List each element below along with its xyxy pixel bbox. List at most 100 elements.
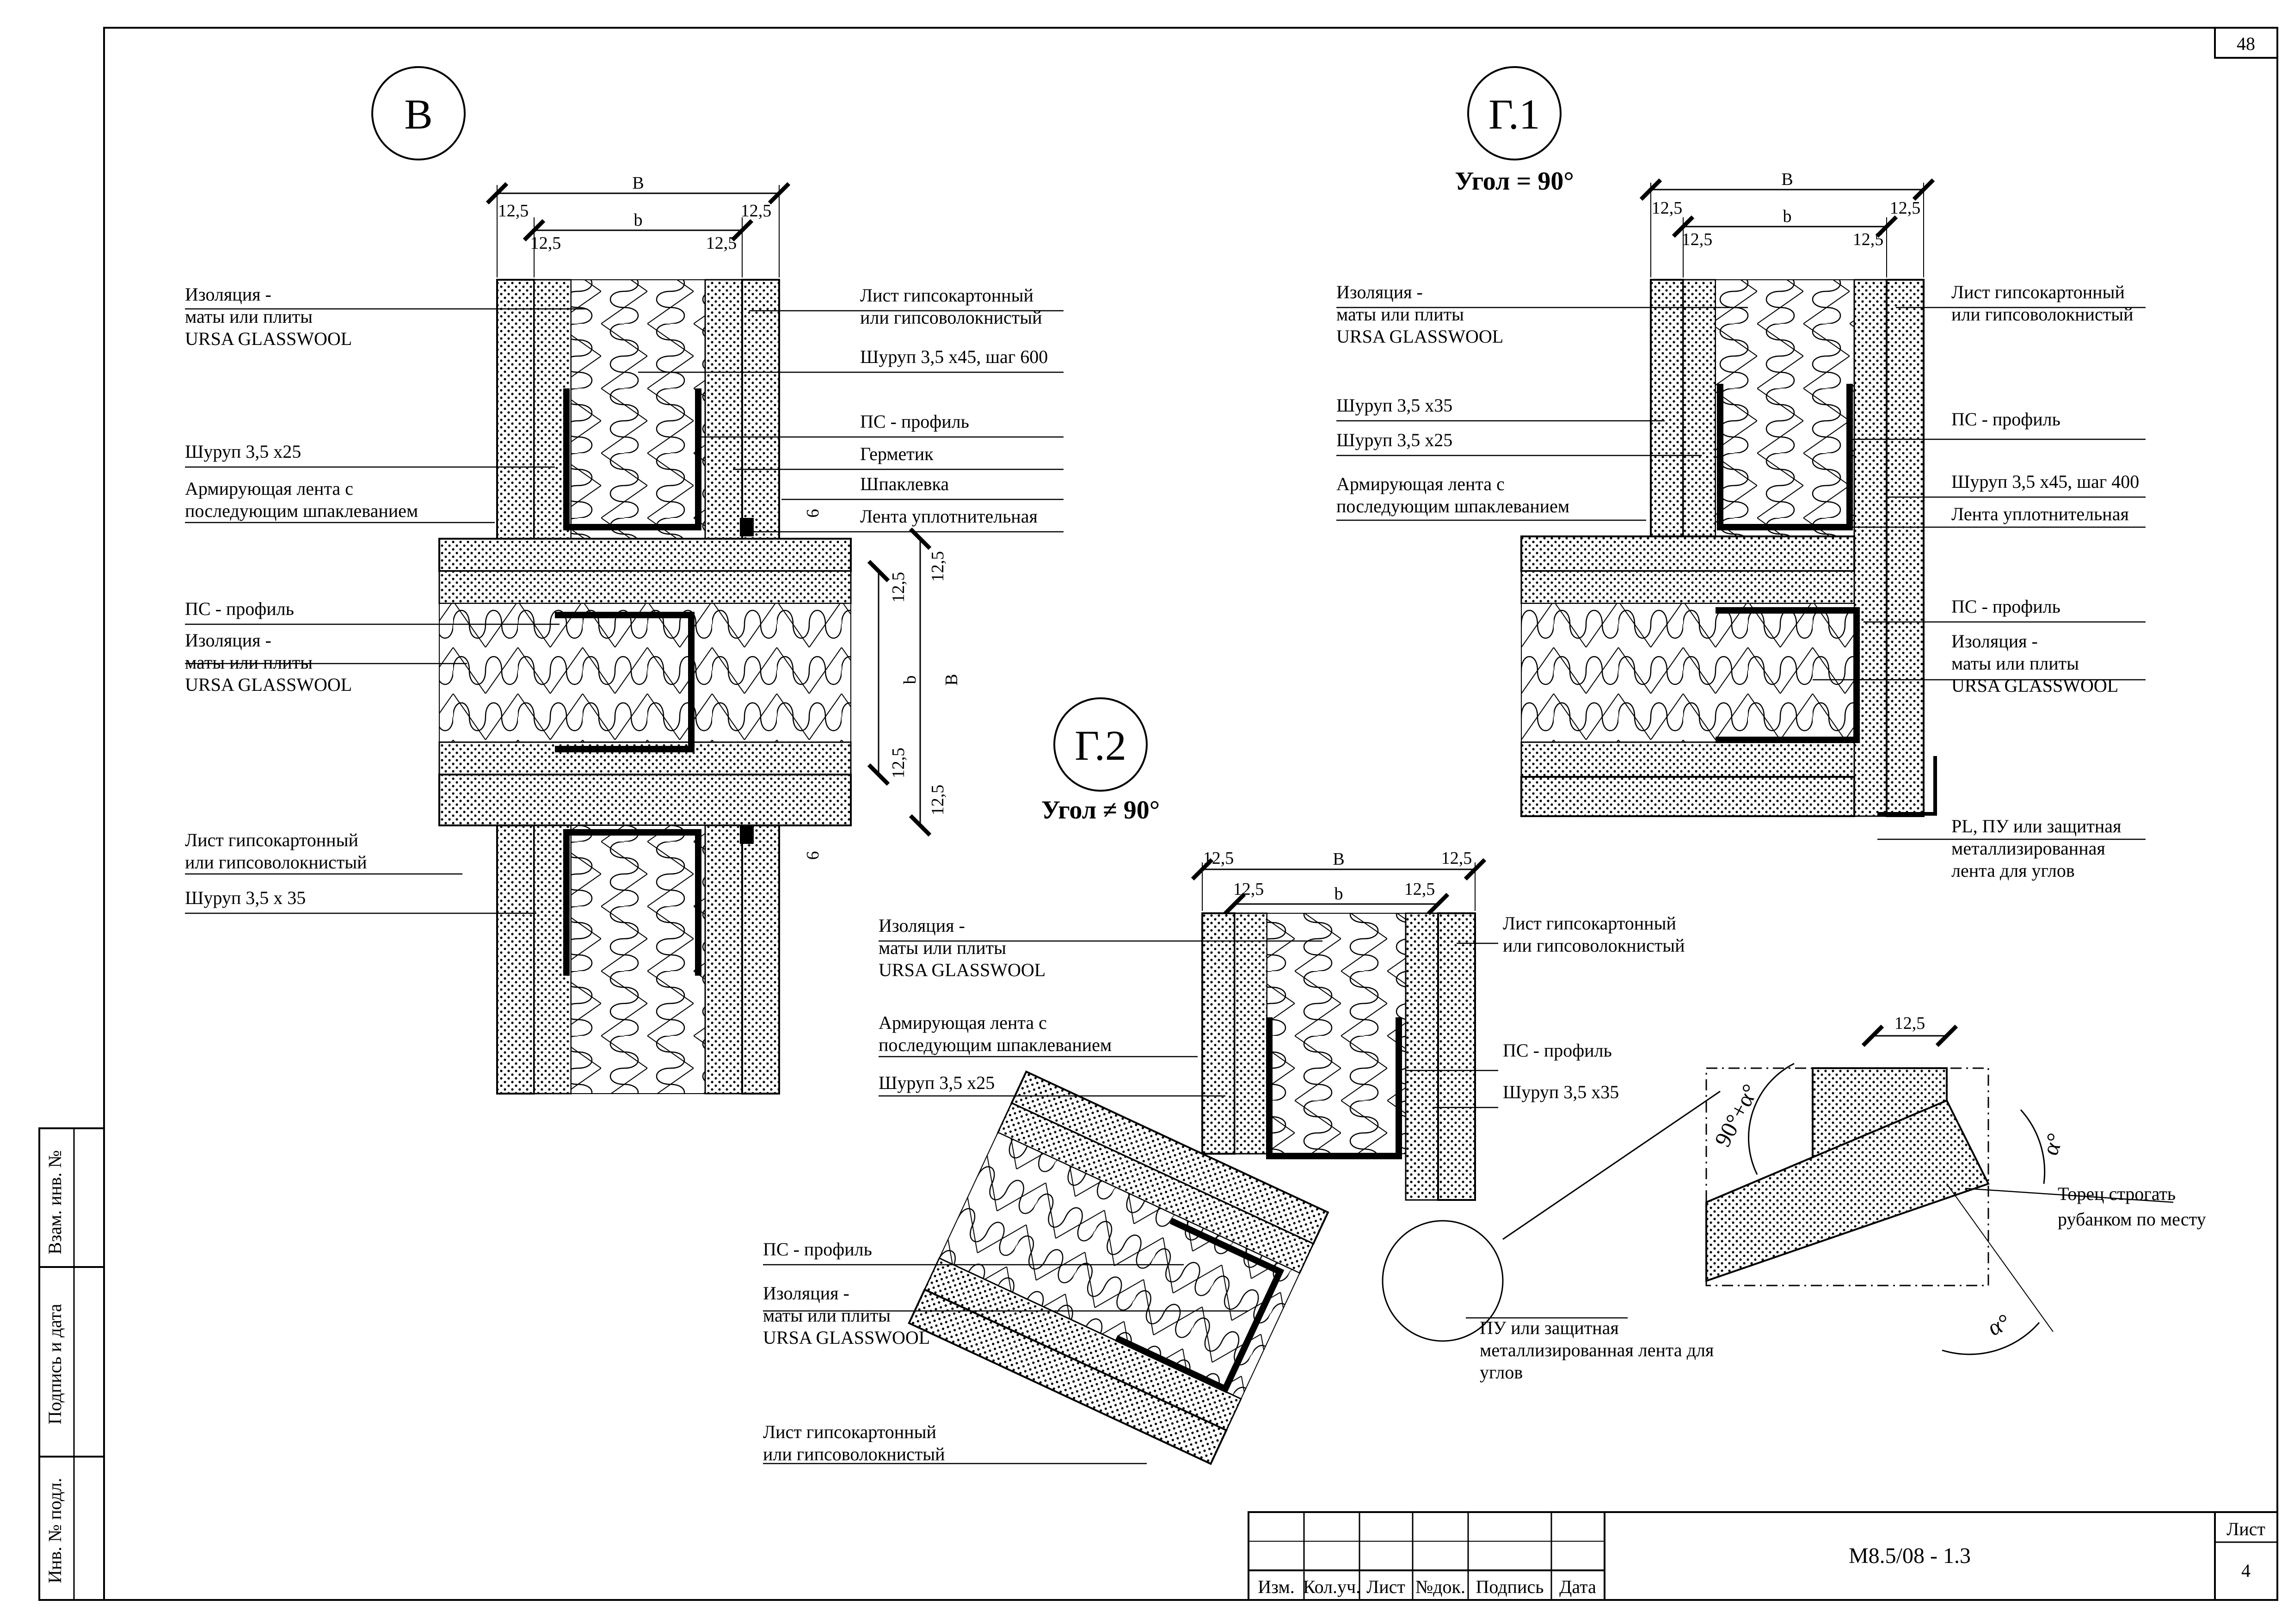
g2-label-corner-1: ПУ или защитная [1480, 1317, 1619, 1338]
v-label-board-1: Лист гипсокартонный [185, 830, 358, 850]
stamp-inv-orig: Инв. № подл. [44, 1478, 65, 1583]
g1-label-corner-2: металлизированная [1951, 838, 2105, 859]
g1-label-screw-45: Шуруп 3,5 х45, шаг 400 [1951, 471, 2139, 492]
g2-label-insul-2: маты или плиты [879, 937, 1006, 958]
v-dim-vB: B [942, 674, 961, 685]
v-dim-gap-bot: 6 [803, 851, 823, 860]
g2-label-insul-b1: Изоляция - [763, 1283, 849, 1304]
g2-label-profile-l: ПС - профиль [763, 1239, 872, 1260]
g1-dim-B: B [1781, 170, 1793, 189]
drawing-code: М8.5/08 - 1.3 [1849, 1544, 1971, 1568]
tb-col-data: Дата [1559, 1576, 1596, 1597]
detail-g2: Г.2 Угол ≠ 90° B b 12,5 12,5 12,5 12,5 [763, 697, 1714, 1465]
v-dim-left-inner: 12,5 [530, 234, 561, 253]
v-label-profile-right: ПС - профиль [860, 411, 969, 432]
v-label-sealant: Герметик [860, 443, 934, 464]
end-alpha-top: α° [2037, 1130, 2068, 1159]
v-label-screw-45: Шуруп 3,5 х45, шаг 600 [860, 346, 1048, 367]
g1-label-screw-25: Шуруп 3,5 х25 [1336, 430, 1452, 450]
g2-label-insul-1: Изоляция - [879, 915, 965, 936]
g2-label-screw-35: Шуруп 3,5 х35 [1503, 1082, 1619, 1102]
g1-label-board-1: Лист гипсокартонный [1951, 282, 2125, 302]
detail-end-cut: 12,5 90°+α° α° α° Торец строгать рубанко… [1502, 1014, 2206, 1355]
g2-dim-left-inner: 12,5 [1233, 880, 1264, 899]
side-stamp: Взам. инв. № Подпись и дата Инв. № подл. [38, 1127, 105, 1601]
g2-label-corner-2: металлизированная лента для [1480, 1340, 1714, 1360]
g2-label-board-2: или гипсоволокнистый [1503, 935, 1685, 956]
v-dim-vb: b [900, 676, 920, 684]
g2-dim-B: B [1333, 849, 1344, 869]
v-dim-vbot-inner: 12,5 [889, 748, 908, 779]
v-dim-left-outer: 12,5 [498, 201, 529, 221]
g1-label-insul-1: Изоляция - [1336, 282, 1423, 302]
g2-label-insul-b3: URSA GLASSWOOL [763, 1327, 930, 1348]
v-label-insul-mid-2: маты или плиты [185, 652, 313, 673]
tb-col-ndok: №док. [1415, 1576, 1465, 1597]
v-label-board-r1: Лист гипсокартонный [860, 285, 1033, 306]
g2-label-board-b1: Лист гипсокартонный [763, 1421, 936, 1442]
g2-label-profile-r: ПС - профиль [1503, 1040, 1612, 1061]
v-label-board-2: или гипсоволокнистый [185, 852, 367, 873]
g2-label-tape-1: Армирующая лента с [879, 1012, 1047, 1033]
detail-g1: Г.1 Угол = 90° B b 12,5 12,5 12,5 12,5 [1336, 66, 2146, 881]
v-label-screw-35: Шуруп 3,5 х 35 [185, 887, 306, 908]
sheet-label: Лист [2226, 1519, 2265, 1539]
tb-col-podpis: Подпись [1476, 1576, 1544, 1597]
v-label-screw-25: Шуруп 3,5 х25 [185, 441, 301, 462]
g1-angle: Угол = 90° [1455, 167, 1574, 196]
g1-dim-b: b [1783, 207, 1792, 226]
v-dim-right-inner: 12,5 [706, 234, 737, 253]
g2-dim-right-inner: 12,5 [1404, 880, 1435, 899]
detail-v: В B b 12,5 12,5 12,5 1 [185, 66, 1064, 1095]
g1-dim-right-outer: 12,5 [1890, 198, 1921, 218]
g1-label-insul-r3: URSA GLASSWOOL [1951, 675, 2118, 696]
v-label-insul-top-2: маты или плиты [185, 306, 313, 327]
v-dim-gap-top: 6 [803, 509, 823, 518]
v-label-board-r2: или гипсоволокнистый [860, 307, 1042, 328]
v-label-insul-mid-3: URSA GLASSWOOL [185, 674, 352, 695]
v-dim-vtop-inner: 12,5 [889, 572, 908, 603]
g1-label-profile-2: ПС - профиль [1951, 596, 2060, 617]
tb-col-koluch: Кол.уч. [1303, 1576, 1360, 1597]
v-dim-vbot-outer: 12,5 [928, 785, 947, 816]
g1-label-insul-r2: маты или плиты [1951, 653, 2079, 674]
v-label-tape-1: Армирующая лента с [185, 478, 353, 499]
v-label-insul-top-1: Изоляция - [185, 284, 271, 305]
end-angle-sum: 90°+α° [1709, 1080, 1763, 1151]
end-dim: 12,5 [1894, 1014, 1925, 1033]
g1-label-corner-1: PL, ПУ или защитная [1951, 816, 2121, 837]
v-label-insul-top-3: URSA GLASSWOOL [185, 328, 352, 349]
g1-dim-left-outer: 12,5 [1652, 198, 1683, 218]
page-number: 48 [2237, 33, 2255, 54]
g1-label-tape-2: последующим шпаклеванием [1336, 496, 1569, 517]
tb-col-izm: Изм. [1258, 1576, 1294, 1597]
sheet-frame: 48 [103, 27, 2278, 1601]
g2-label-insul-b2: маты или плиты [763, 1305, 891, 1326]
v-label-tape-2: последующим шпаклеванием [185, 500, 418, 521]
title-block: Изм. Кол.уч. Лист №док. Подпись Дата М8.… [1248, 1511, 2278, 1601]
marker-v: В [404, 91, 432, 138]
stamp-replace-inv: Взам. инв. № [44, 1150, 65, 1254]
v-dim-vtop-outer: 12,5 [928, 551, 947, 582]
g2-label-insul-3: URSA GLASSWOOL [879, 960, 1046, 980]
g2-angle: Угол ≠ 90° [1041, 796, 1160, 824]
g1-dim-left-inner: 12,5 [1682, 230, 1713, 249]
g1-label-profile-1: ПС - профиль [1951, 409, 2060, 430]
end-alpha-bot: α° [1984, 1308, 2014, 1341]
g2-label-board-b2: или гипсоволокнистый [763, 1444, 945, 1464]
v-dim-b: b [634, 210, 643, 230]
g1-label-board-2: или гипсоволокнистый [1951, 304, 2134, 325]
g1-dim-right-inner: 12,5 [1853, 230, 1884, 249]
v-dim-B: B [632, 173, 644, 193]
marker-g2: Г.2 [1075, 722, 1126, 769]
v-label-insul-mid-1: Изоляция - [185, 630, 271, 651]
v-dim-right-outer: 12,5 [741, 201, 772, 221]
sheet-number: 4 [2241, 1560, 2251, 1581]
v-label-putty: Шпаклевка [860, 474, 949, 494]
g2-label-tape-2: последующим шпаклеванием [879, 1034, 1112, 1055]
g2-label-screw-25: Шуруп 3,5 х25 [879, 1072, 995, 1093]
g1-label-insul-3: URSA GLASSWOOL [1336, 326, 1503, 347]
end-note-1: Торец строгать [2058, 1183, 2176, 1204]
